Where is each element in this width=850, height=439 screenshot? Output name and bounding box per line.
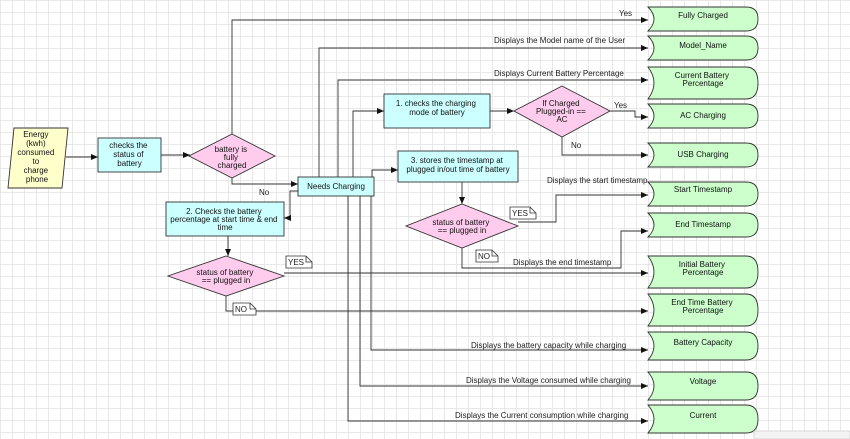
svg-text:Fully Charged: Fully Charged	[678, 11, 728, 20]
edge-label-end: Displays the end timestamp	[513, 258, 612, 267]
edge-label-voltage: Displays the Voltage consumed while char…	[466, 376, 631, 385]
svg-text:status of battery == plu: status of battery == plugged in	[432, 218, 491, 235]
svg-text:1. checks the charging m: 1. checks the charging mode of battery	[396, 99, 478, 117]
svg-text:NO: NO	[478, 252, 490, 261]
terminal-voltage: Voltage	[647, 371, 759, 401]
connector-ac-yes	[610, 110, 648, 120]
svg-text:AC Charging: AC Charging	[680, 111, 726, 120]
decision-status-plugged-percentage: status of battery == plugged in	[166, 255, 286, 297]
input-energy-consumed: Energy (kwh) consumed to charge phone	[7, 127, 69, 189]
svg-text:Battery Capacity: Battery Capacity	[674, 338, 733, 347]
svg-text:Needs Charging: Needs Charging	[307, 182, 365, 191]
edge-label-start: Displays the start timestamp	[547, 176, 648, 185]
edge-labels: Yes No Displays the Model name of the Us…	[259, 9, 648, 420]
connector-current	[347, 196, 648, 424]
decision-if-charged-plugged: If Charged Plugged-in == AC	[513, 85, 611, 138]
terminal-start-timestamp: Start Timestamp	[646, 181, 759, 207]
edge-label-current: Displays the Current consumption while c…	[455, 411, 628, 420]
connector-end-timestamp	[461, 228, 648, 269]
svg-text:End Time Battery Percent: End Time Battery Percentage	[671, 298, 735, 315]
svg-text:Start Timestamp: Start Timestamp	[674, 185, 733, 194]
svg-text:battery is fully c: battery is fully charged	[215, 145, 250, 170]
terminal-end-timestamp: End Timestamp	[646, 212, 759, 238]
edge-label-yes-ac: Yes	[614, 101, 627, 110]
connector-battery-capacity	[370, 196, 648, 353]
process-check-status: checks the status of battery	[97, 137, 162, 173]
connector-voltage	[359, 196, 648, 389]
terminal-initial-battery-percentage: Initial Battery Percentage	[647, 255, 759, 289]
svg-text:YES: YES	[288, 258, 304, 267]
edge-label-no-ac: No	[571, 141, 582, 150]
note-yes-percentage: YES	[285, 255, 313, 269]
terminal-end-time-battery-percentage: End Time Battery Percentage	[647, 293, 759, 327]
note-no-percentage: NO	[232, 302, 257, 316]
edge-label-percentage: Displays Current Battery Percentage	[494, 69, 624, 78]
edge-label-capacity: Displays the battery capacity while char…	[471, 341, 626, 350]
terminal-current: Current	[647, 404, 759, 434]
svg-text:Current Battery Percenta: Current Battery Percentage	[675, 71, 731, 88]
terminal-ac-charging: AC Charging	[646, 103, 759, 129]
svg-text:If Charged Plugged-in ==: If Charged Plugged-in == AC	[536, 99, 588, 124]
svg-text:Initial Battery Percenta: Initial Battery Percentage	[679, 260, 727, 277]
svg-text:status of battery == plu: status of battery == plugged in	[196, 268, 255, 285]
decision-status-plugged-timestamp: status of battery == plugged in	[404, 203, 520, 249]
svg-text:2. Checks the battery pe: 2. Checks the battery percentage at star…	[170, 207, 279, 232]
svg-text:NO: NO	[235, 305, 247, 314]
panel-corner	[753, 430, 850, 439]
svg-text:Voltage: Voltage	[690, 377, 717, 386]
note-yes-timestamp: YES	[509, 206, 537, 220]
connector-to-check-percentage	[284, 190, 298, 221]
connector-current-percentage	[337, 77, 648, 177]
svg-text:Model_Name: Model_Name	[679, 41, 727, 50]
svg-text:USB Charging: USB Charging	[677, 150, 728, 159]
terminal-usb-charging: USB Charging	[646, 142, 759, 168]
svg-text:checks the status of: checks the status of battery	[109, 141, 149, 168]
connector-start-timestamp	[518, 192, 648, 223]
connector-model-name	[318, 45, 648, 177]
note-no-timestamp: NO	[475, 249, 499, 263]
connector-to-store-timestamp	[371, 167, 398, 177]
terminal-model-name: Model_Name	[646, 35, 759, 61]
process-check-percentage: 2. Checks the battery percentage at star…	[165, 201, 285, 237]
edge-label-model: Displays the Model name of the User	[494, 36, 626, 45]
process-needs-charging: Needs Charging	[297, 176, 375, 197]
connector-fully-no	[231, 177, 298, 187]
decision-battery-fully-charged: battery is fully charged	[188, 133, 276, 179]
edge-label-no-fully: No	[259, 188, 270, 197]
terminal-battery-capacity: Battery Capacity	[647, 331, 759, 361]
svg-text:End Timestamp: End Timestamp	[675, 220, 731, 229]
connector-end-percentage	[225, 296, 648, 314]
svg-text:Current: Current	[690, 411, 717, 420]
connector-to-check-mode	[352, 108, 384, 177]
terminal-current-battery-percentage: Current Battery Percentage	[647, 66, 759, 100]
edge-label-yes-fully: Yes	[619, 9, 632, 18]
connectors	[66, 17, 648, 424]
svg-text:3. stores the timestamp at: 3. stores the timestamp at plugged in/ou…	[406, 156, 509, 174]
process-store-timestamp: 3. stores the timestamp at plugged in/ou…	[397, 150, 519, 183]
connector-fully-yes	[231, 17, 648, 135]
process-check-mode: 1. checks the charging mode of battery	[383, 93, 491, 129]
connector-ac-no	[561, 137, 648, 158]
input-energy-text: Energy (kwh) consumed to charge phone	[17, 130, 56, 184]
svg-text:YES: YES	[512, 209, 528, 218]
terminal-fully-charged: Fully Charged	[646, 6, 759, 32]
